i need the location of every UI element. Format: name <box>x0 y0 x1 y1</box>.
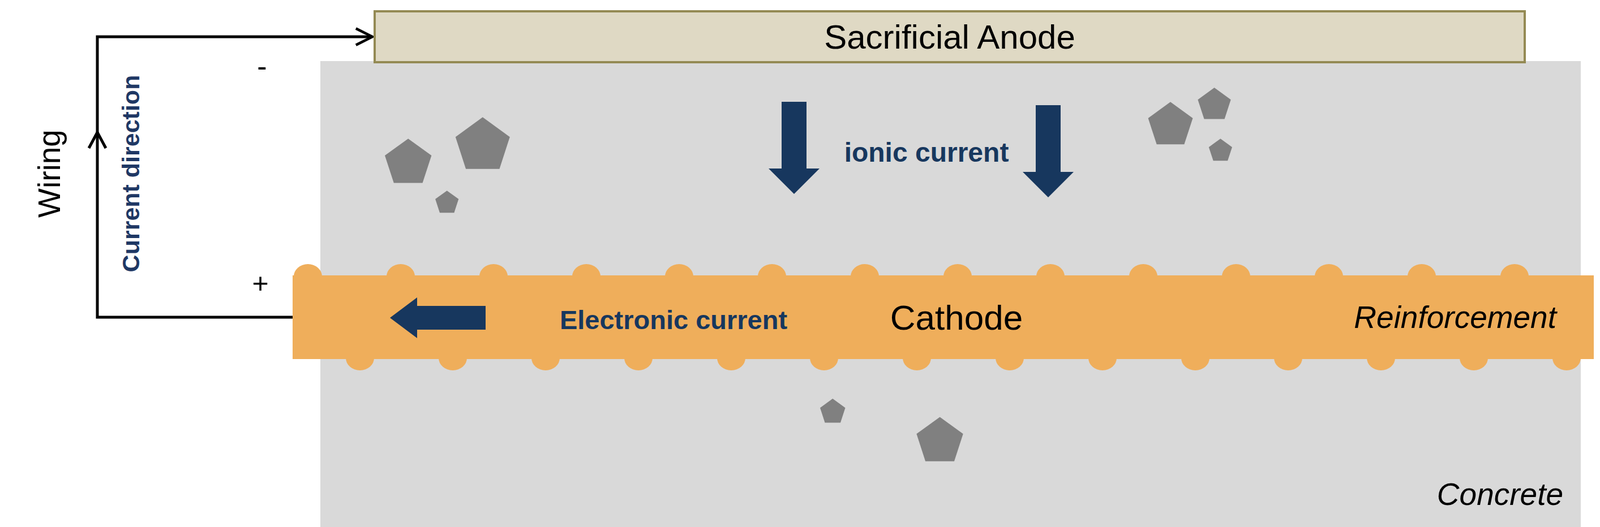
stone <box>1148 101 1194 145</box>
stone <box>435 190 459 213</box>
aggregate-stones <box>384 87 1233 462</box>
region-label: Concrete <box>1437 476 1564 513</box>
stone <box>820 399 846 423</box>
stone <box>384 138 432 183</box>
ionic-arrow <box>768 101 820 195</box>
anode-title: Sacrificial Anode <box>824 17 1076 57</box>
part-name: Reinforcement <box>1353 299 1557 336</box>
stone <box>916 417 963 462</box>
wire-label: Wiring <box>31 129 68 218</box>
reinforcement-bar: Cathode Reinforcement <box>292 275 1594 360</box>
current-direction-label: Current direction <box>117 75 145 273</box>
electronic-current-label: Electronic current <box>559 304 788 336</box>
stone <box>1208 138 1233 161</box>
rebar-body <box>292 275 1594 360</box>
stone <box>455 117 510 169</box>
wiring-connector <box>97 36 373 318</box>
current-arrows <box>389 101 1074 339</box>
ionic-current-label: ionic current <box>844 136 1010 169</box>
polarity-sign: - <box>256 49 267 84</box>
anode-box: Sacrificial Anode <box>373 10 1526 64</box>
cathode-label: Cathode <box>890 297 1023 338</box>
stone <box>1197 87 1231 119</box>
electronic-arrow <box>389 297 486 339</box>
concrete-region: Concrete Cathode Reinforcement <box>320 61 1581 527</box>
ionic-arrow <box>1022 105 1074 198</box>
polarity-sign: + <box>251 267 269 300</box>
